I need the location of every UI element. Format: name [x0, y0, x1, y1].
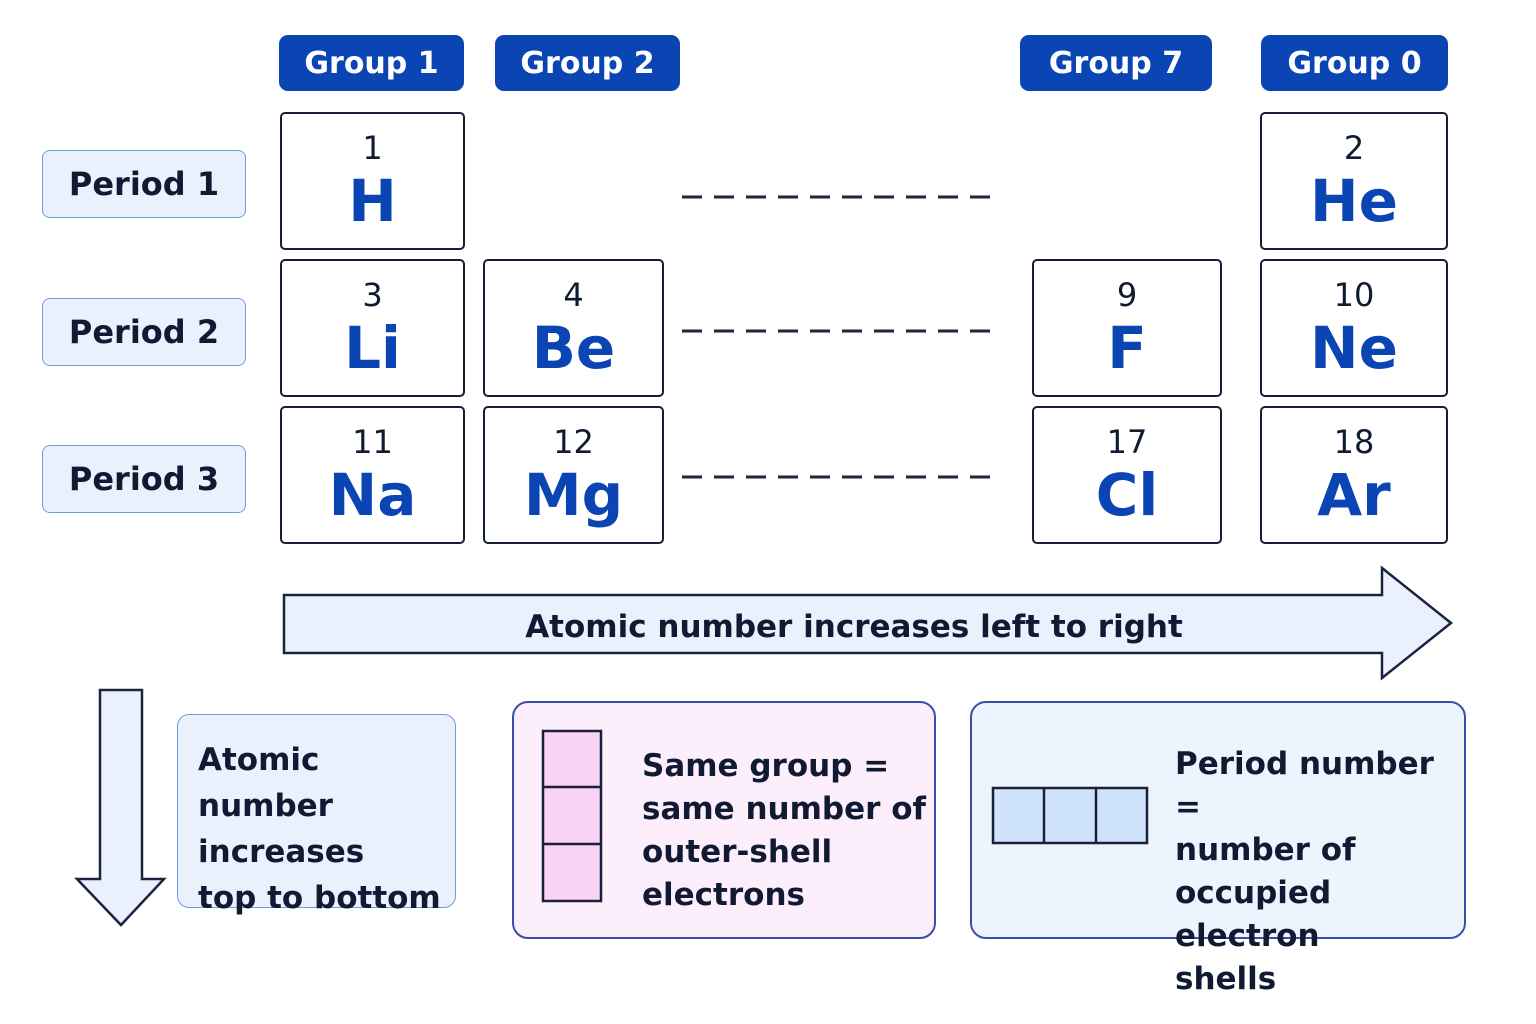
horizontal-arrow-icon [282, 565, 1454, 681]
element-symbol: H [348, 167, 397, 235]
note-line: top to bottom [198, 880, 441, 916]
atomic-number: 10 [1333, 276, 1375, 314]
period-note-text: Period number = number of occupied elect… [1175, 743, 1465, 1001]
horizontal-arrow-label: Atomic number increases left to right [525, 609, 1183, 645]
note-line: Atomic number [198, 742, 333, 824]
vertical-note-text: Atomic number increases top to bottom [198, 737, 453, 921]
atomic-number: 11 [352, 423, 393, 461]
vertical-arrow-icon [74, 688, 167, 927]
element-symbol: Ar [1317, 461, 1391, 529]
element-symbol: Be [531, 314, 616, 382]
vertical-stack-icon [541, 729, 603, 903]
element-symbol: He [1310, 167, 1398, 235]
note-line: shells [1175, 961, 1277, 997]
group-note-box: Same group = same number of outer-shell … [512, 701, 936, 939]
vertical-note-box: Atomic number increases top to bottom [177, 714, 456, 916]
element-cell-f: 9 F [1032, 259, 1222, 397]
element-cell-li: 3 Li [280, 259, 465, 397]
note-line: increases [198, 834, 365, 870]
period-label-1: Period 1 [42, 150, 246, 218]
atomic-number: 3 [362, 276, 383, 314]
horizontal-row-icon [991, 786, 1149, 845]
note-line: Same group = [642, 748, 890, 784]
period-label-2: Period 2 [42, 298, 246, 366]
atomic-number: 1 [362, 129, 383, 167]
note-line: same number of [642, 791, 927, 827]
element-cell-mg: 12 Mg [483, 406, 664, 544]
group-note-text: Same group = same number of outer-shell … [642, 745, 932, 917]
atomic-number: 18 [1333, 423, 1375, 461]
atomic-number: 17 [1106, 423, 1148, 461]
note-line: number of [1175, 832, 1356, 868]
period-label-3: Period 3 [42, 445, 246, 513]
note-line: occupied electron [1175, 875, 1332, 954]
note-line: electrons [642, 877, 805, 913]
period-note-box: Period number = number of occupied elect… [970, 701, 1466, 997]
element-symbol: Cl [1095, 461, 1159, 529]
element-cell-h: 1 H [280, 112, 465, 250]
element-cell-he: 2 He [1260, 112, 1448, 250]
group-header-0: Group 0 [1261, 35, 1448, 91]
element-cell-cl: 17 Cl [1032, 406, 1222, 544]
group-header-7: Group 7 [1020, 35, 1212, 91]
group-header-2: Group 2 [495, 35, 680, 91]
note-line: outer-shell [642, 834, 833, 870]
atomic-number: 4 [563, 276, 584, 314]
note-line: Period number = [1175, 746, 1434, 825]
atomic-number: 9 [1116, 276, 1138, 314]
atomic-number: 12 [553, 423, 594, 461]
element-symbol: Mg [523, 461, 624, 529]
element-cell-be: 4 Be [483, 259, 664, 397]
element-symbol: Ne [1310, 314, 1398, 382]
atomic-number: 2 [1343, 129, 1365, 167]
group-header-1: Group 1 [279, 35, 464, 91]
element-symbol: Li [344, 314, 401, 382]
element-cell-na: 11 Na [280, 406, 465, 544]
element-cell-ar: 18 Ar [1260, 406, 1448, 544]
element-symbol: Na [328, 461, 417, 529]
element-symbol: F [1107, 314, 1147, 382]
element-cell-ne: 10 Ne [1260, 259, 1448, 397]
